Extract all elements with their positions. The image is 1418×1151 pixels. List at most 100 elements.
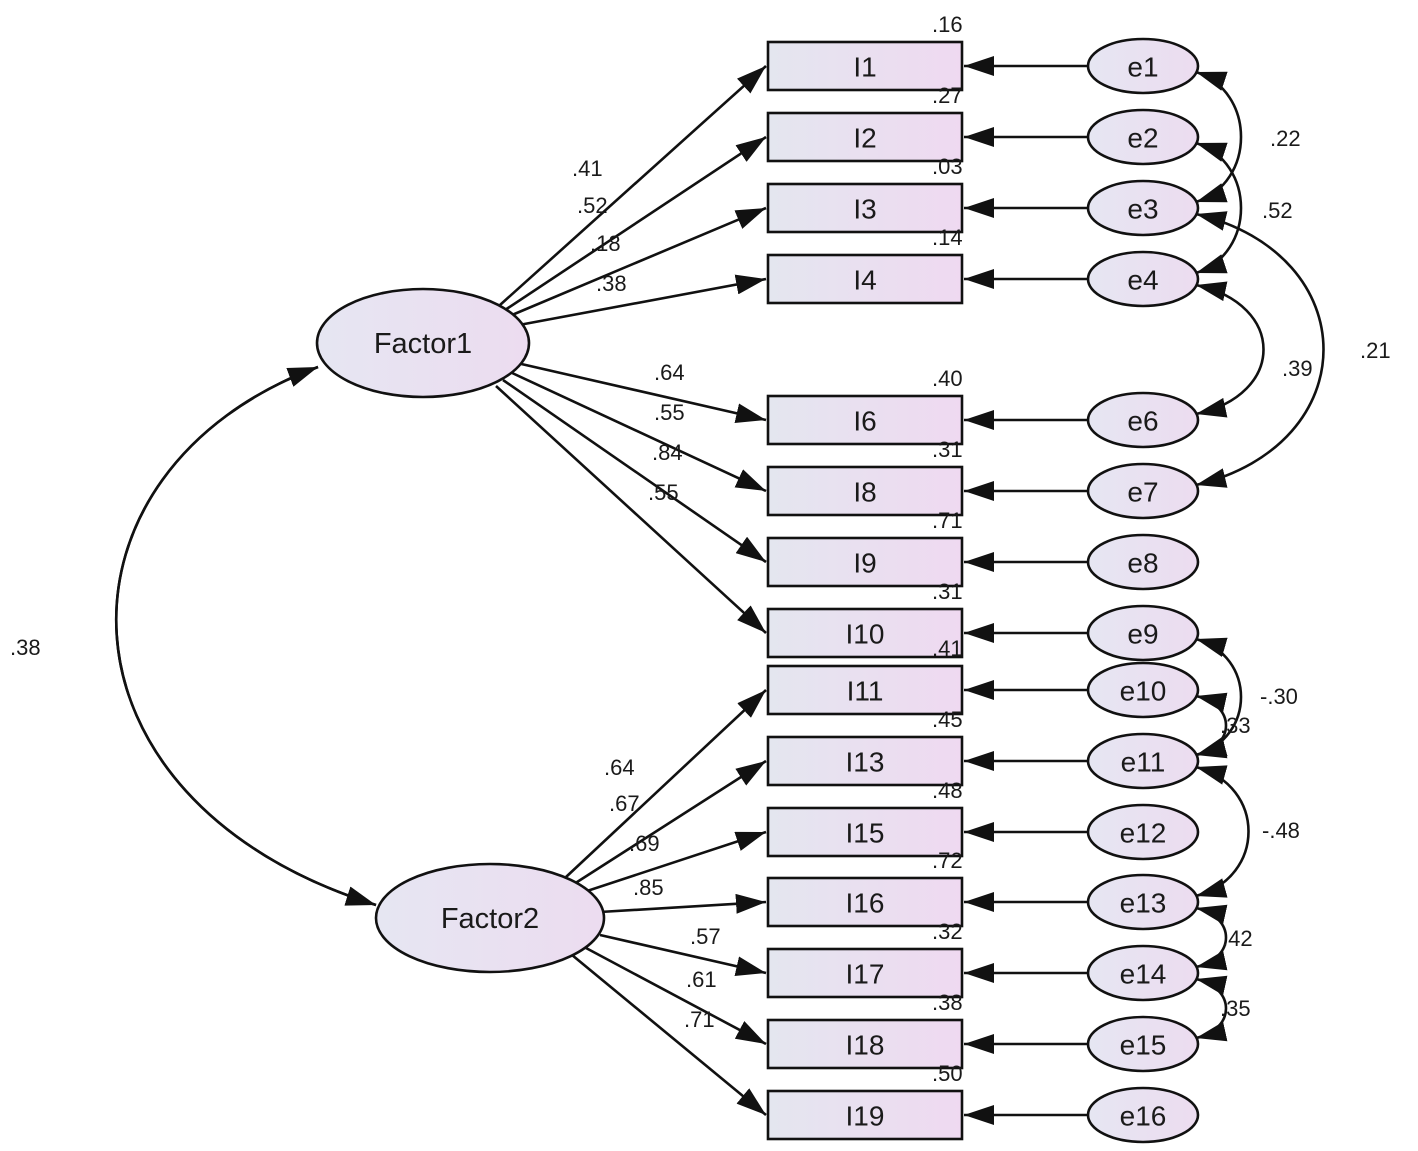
error-ellipse — [1086, 1086, 1200, 1144]
r-squared-label: .38 — [932, 990, 963, 1015]
error-covariance-curve — [1195, 211, 1325, 488]
loading-arrow — [518, 274, 767, 327]
loading-label: .41 — [572, 156, 603, 181]
loading-arrow — [573, 759, 767, 886]
r-squared-label: .48 — [932, 778, 963, 803]
error-label: e7 — [1127, 477, 1158, 508]
r-squared-label: .31 — [932, 437, 963, 462]
loading-arrow — [599, 893, 767, 914]
error-covariance-curve — [1195, 141, 1243, 275]
indicator-box: I15 — [766, 806, 964, 858]
indicator-rect — [766, 664, 964, 716]
error-term-node: e11 — [1086, 732, 1200, 790]
indicator-box: I1 — [766, 40, 964, 92]
loading-arrow — [504, 135, 767, 312]
indicator-label: I16 — [846, 888, 885, 919]
error-ellipse — [1086, 462, 1200, 520]
loading-arrow — [499, 65, 767, 306]
error-label: e4 — [1127, 265, 1158, 296]
error-ellipse — [1086, 37, 1200, 95]
loading-label: .64 — [654, 360, 685, 385]
r-squared-label: .40 — [932, 366, 963, 391]
error-label: e3 — [1127, 194, 1158, 225]
error-ellipse — [1086, 732, 1200, 790]
labels-layer: .16.41.27.52.03.18.14.38.40.64.31.55.71.… — [10, 12, 1391, 1086]
error-label: e9 — [1127, 619, 1158, 650]
error-ellipse — [1086, 108, 1200, 166]
error-covariance-label: .21 — [1360, 338, 1391, 363]
error-term-node: e12 — [1086, 803, 1200, 861]
indicator-label: I11 — [847, 676, 884, 707]
loading-label: .61 — [686, 967, 717, 992]
factor-ellipse — [374, 862, 606, 974]
error-ellipse — [1086, 1015, 1200, 1073]
factor-covariance-label: .38 — [10, 635, 41, 660]
error-term-node: e9 — [1086, 604, 1200, 662]
factor-ellipse — [315, 287, 531, 399]
error-ellipse — [1086, 944, 1200, 1002]
loading-label: .69 — [629, 831, 660, 856]
r-squared-label: .45 — [932, 707, 963, 732]
error-ellipse — [1086, 250, 1200, 308]
indicator-box: I3 — [766, 182, 964, 234]
indicator-rect — [766, 536, 964, 588]
r-squared-label: .14 — [932, 225, 963, 250]
error-term-node: e8 — [1086, 533, 1200, 591]
indicator-box: I17 — [766, 947, 964, 999]
loading-label: .67 — [609, 791, 640, 816]
indicator-box: I13 — [766, 735, 964, 787]
error-label: e12 — [1120, 818, 1167, 849]
error-label: e11 — [1121, 747, 1166, 778]
error-label: e16 — [1120, 1101, 1167, 1132]
indicator-rect — [766, 253, 964, 305]
error-covariance-label: .22 — [1270, 126, 1301, 151]
r-squared-label: .27 — [932, 83, 963, 108]
loading-label: .18 — [590, 231, 621, 256]
error-term-node: e7 — [1086, 462, 1200, 520]
indicator-label: I9 — [853, 548, 876, 579]
loading-arrow — [599, 933, 767, 977]
error-covariance-label: -.48 — [1262, 818, 1300, 843]
loading-arrow — [565, 689, 767, 878]
error-label: e10 — [1120, 676, 1167, 707]
indicator-label: I6 — [853, 406, 876, 437]
indicator-label: I10 — [846, 619, 885, 650]
indicator-rect — [766, 735, 964, 787]
indicator-box: I16 — [766, 876, 964, 928]
error-covariance-label: -.30 — [1260, 684, 1298, 709]
loading-label: .55 — [654, 400, 685, 425]
r-squared-label: .41 — [932, 636, 963, 661]
error-term-node: e15 — [1086, 1015, 1200, 1073]
error-label: e6 — [1127, 406, 1158, 437]
error-covariance-label: .42 — [1222, 926, 1253, 951]
error-term-node: e6 — [1086, 391, 1200, 449]
error-term-node: e4 — [1086, 250, 1200, 308]
error-ellipse — [1086, 803, 1200, 861]
indicator-box: I19 — [766, 1089, 964, 1141]
indicator-rect — [766, 1089, 964, 1141]
factor-covariance-curve — [114, 365, 377, 907]
error-ellipse — [1086, 661, 1200, 719]
r-squared-label: .32 — [932, 919, 963, 944]
error-label: e1 — [1127, 52, 1158, 83]
loading-arrow — [511, 206, 767, 317]
error-covariance-curve — [1195, 281, 1265, 418]
error-term-node: e1 — [1086, 37, 1200, 95]
error-covariance-label: .35 — [1220, 996, 1251, 1021]
error-ellipse — [1086, 179, 1200, 237]
indicator-label: I17 — [846, 959, 885, 990]
error-label: e15 — [1120, 1030, 1167, 1061]
indicator-rect — [766, 607, 964, 659]
indicator-label: I18 — [846, 1030, 885, 1061]
indicator-label: I19 — [846, 1101, 885, 1132]
loading-label: .64 — [604, 755, 635, 780]
loading-arrow — [583, 830, 767, 894]
error-term-node: e13 — [1086, 873, 1200, 931]
error-covariance-label: .33 — [1220, 713, 1251, 738]
edges-layer — [114, 56, 1325, 1125]
indicator-label: I1 — [853, 52, 876, 83]
r-squared-label: .71 — [932, 508, 963, 533]
indicator-rect — [766, 394, 964, 446]
